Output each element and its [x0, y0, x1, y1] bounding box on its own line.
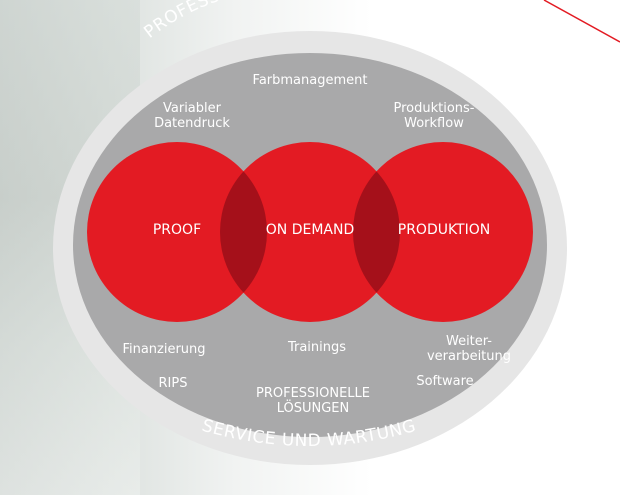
service-weiter-line2: verarbeitung — [426, 349, 512, 364]
service-finanzierung: Finanzierung — [122, 342, 206, 357]
service-produktions-line2: Workflow — [404, 116, 464, 131]
service-weiter-line1: Weiter- — [445, 334, 492, 349]
circle-proof — [87, 142, 267, 322]
service-weiterverarbeitung: Weiter- verarbeitung — [414, 334, 524, 364]
service-software: Software — [416, 374, 474, 389]
service-variabler-datendruck: Variabler Datendruck — [140, 101, 244, 131]
label-produktion: PRODUKTION — [397, 222, 491, 238]
service-rips: RIPS — [158, 376, 188, 391]
circle-produktion — [353, 142, 533, 322]
service-produktions-workflow: Produktions- Workflow — [382, 101, 486, 131]
circle-on-demand — [220, 142, 400, 322]
accent-line — [543, 0, 620, 43]
service-produktions-line1: Produktions- — [393, 101, 475, 116]
service-variabler-line2: Datendruck — [154, 116, 230, 131]
service-loesungen-line1: PROFESSIONELLE — [255, 386, 370, 401]
service-farbmanagement: Farbmanagement — [252, 73, 368, 88]
label-proof: PROOF — [152, 222, 202, 238]
service-loesungen-line2: LÖSUNGEN — [276, 401, 350, 416]
service-variabler-line1: Variabler — [163, 101, 221, 116]
service-trainings: Trainings — [287, 340, 347, 355]
service-professionelle-loesungen: PROFESSIONELLE LÖSUNGEN — [240, 386, 386, 416]
label-on-demand: ON DEMAND — [265, 222, 355, 238]
